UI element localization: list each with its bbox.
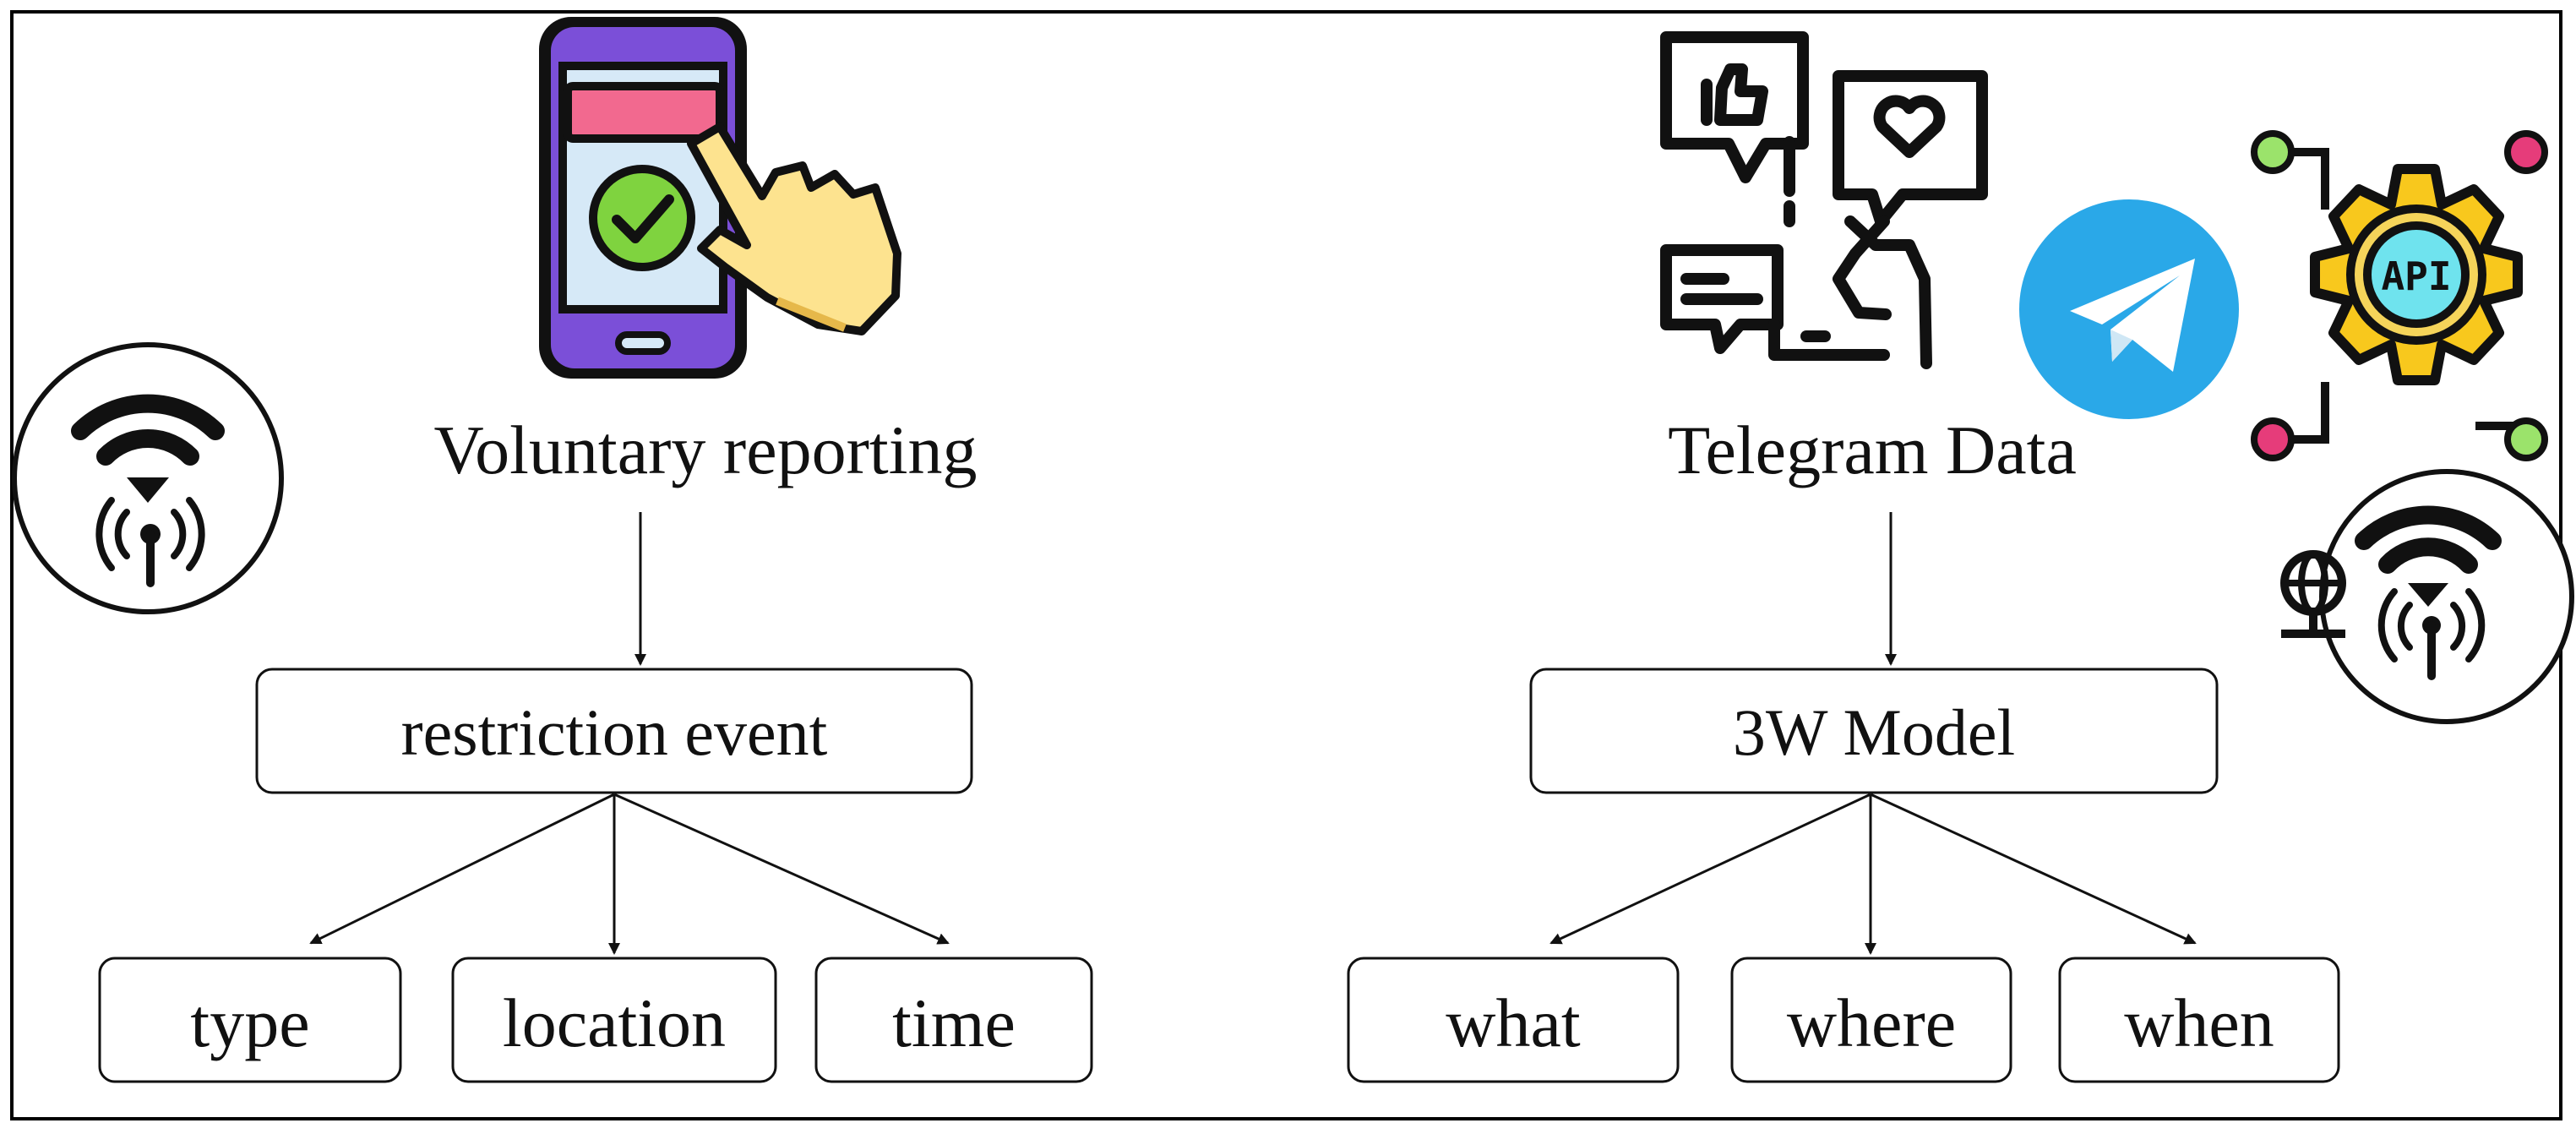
telegram-data-label: Telegram Data: [1668, 412, 2077, 488]
phone-tap-icon: [539, 17, 901, 379]
telegram-logo-icon: [2019, 199, 2239, 419]
time-box: [814, 957, 1093, 1083]
where-label: where: [1787, 984, 1956, 1061]
globe-wifi-icon: [2280, 469, 2574, 724]
3w-model-label: 3W Model: [1733, 695, 2015, 769]
arrow-to-when: [1870, 793, 2197, 945]
what-label: what: [1446, 984, 1581, 1061]
restriction-event-label: restriction event: [401, 695, 828, 769]
what-box: [1347, 957, 1680, 1083]
when-box: [2058, 957, 2340, 1083]
api-badge-text: API: [2381, 254, 2451, 299]
when-label: when: [2124, 984, 2274, 1061]
wifi-antenna-icon: [12, 342, 284, 614]
3w-model-box: [1529, 668, 2219, 794]
api-gear-icon: API: [2251, 130, 2548, 461]
arrow-to-type: [309, 793, 615, 945]
social-media-chat-icon: [1660, 31, 1988, 369]
time-label: time: [892, 984, 1016, 1061]
arrow-to-time: [613, 793, 950, 945]
arrow-to-what: [1549, 793, 1871, 945]
restriction-event-box: [255, 668, 973, 794]
where-box: [1730, 957, 2012, 1083]
voluntary-reporting-label: Voluntary reporting: [434, 412, 978, 488]
type-box: [98, 957, 402, 1083]
location-box: [451, 957, 777, 1083]
location-label: location: [503, 984, 726, 1061]
type-label: type: [190, 984, 309, 1061]
